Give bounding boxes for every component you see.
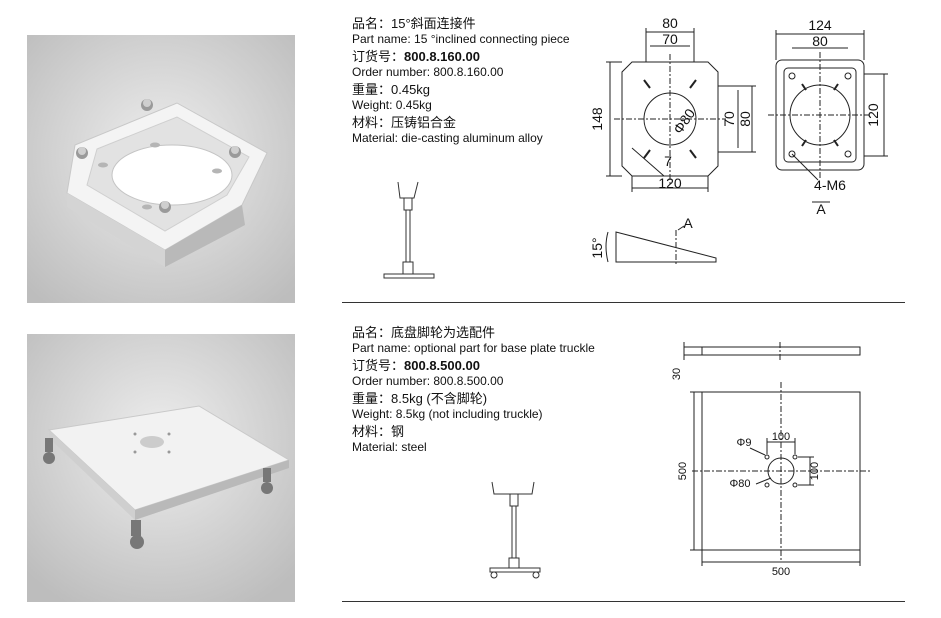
product-photo-base-plate-truckle [27,334,295,602]
dim-angle: 15° [589,237,605,258]
dim-width: 500 [772,566,790,578]
part-name-cn: 品名：底盘脚轮为选配件 [352,325,496,340]
dim-height: 500 [677,462,689,480]
dim-side-right: 120 [865,103,881,127]
order-number-en: Order number: 800.8.500.00 [352,374,504,388]
material-en: Material: die-casting aluminum alloy [352,131,543,145]
technical-drawing-2: 30 Φ9 100 100 Φ80 500 500 [671,342,870,578]
dim-thickness: 30 [671,368,683,380]
section-divider-2 [342,601,905,602]
order-number-cn: 订货号：800.8.160.00 [352,49,480,64]
dim-pattern-h: 100 [772,431,790,443]
stand-sketch-1 [383,181,435,279]
order-number-cn: 订货号：800.8.500.00 [352,358,480,373]
dim-front-right-inner: 70 [721,111,737,127]
weight-en: Weight: 8.5kg (not including truckle) [352,407,543,421]
product-info-2: 品名：底盘脚轮为选配件 Part name: optional part for… [352,325,612,454]
product-photo-inclined-connector [27,35,295,303]
stand-sketch-2 [489,481,541,579]
dim-front-left: 148 [589,107,605,131]
material-en: Material: steel [352,440,427,454]
dim-side-holes: 4-M6 [814,177,846,193]
dim-front-top-outer: 80 [662,15,678,31]
dim-pattern-v: 100 [809,462,821,480]
material-cn: 材料：钢 [352,424,405,439]
dim-front-top-inner: 70 [662,31,678,47]
material-cn: 材料：压铸铝合金 [352,115,457,130]
section-divider-1 [342,302,905,303]
part-name-en: Part name: optional part for base plate … [352,341,595,355]
order-number-en: Order number: 800.8.160.00 [352,65,504,79]
dim-center: Φ80 [729,478,750,490]
technical-drawing-1: 80 70 148 70 80 Φ80 120 7 124 80 120 4-M… [589,15,888,266]
dim-front-right-outer: 80 [737,111,753,127]
product-info-1: 品名：15°斜面连接件 Part name: 15 °inclined conn… [352,16,612,145]
weight-cn: 重量：8.5kg (不含脚轮) [352,391,488,406]
part-name-en: Part name: 15 °inclined connecting piece [352,32,570,46]
dim-front-corner: 7 [664,153,672,169]
side-view-label: A [816,201,826,217]
part-name-cn: 品名：15°斜面连接件 [352,16,476,31]
dim-front-bottom: 120 [658,175,682,191]
view-arrow-label: A [683,215,693,231]
dim-side-top-outer: 124 [808,17,832,33]
dim-hole: Φ9 [737,437,752,449]
weight-en: Weight: 0.45kg [352,98,432,112]
dim-side-top-inner: 80 [812,33,828,49]
weight-cn: 重量：0.45kg [352,82,431,97]
